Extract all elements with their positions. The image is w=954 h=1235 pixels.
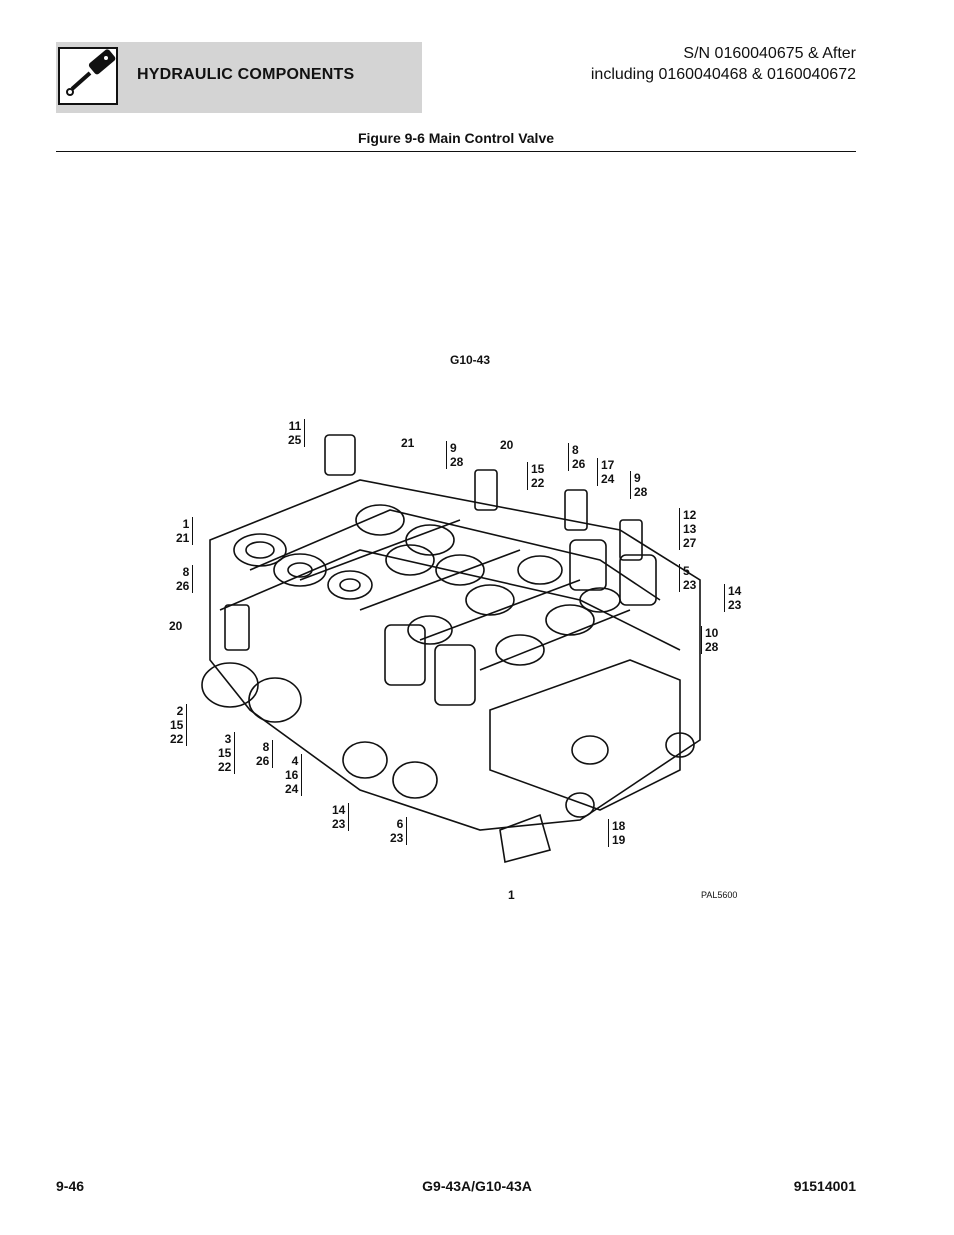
callout-8-26-top: 8 26	[568, 443, 585, 471]
serial-line-1: S/N 0160040675 & After	[683, 45, 856, 62]
callout-8-26-bottom: 8 26	[256, 740, 274, 768]
callout-4-16-24: 4 16 24	[285, 754, 303, 796]
figure-title: Figure 9-6 Main Control Valve	[357, 130, 555, 146]
callout-9-28-right: 9 28	[630, 471, 647, 499]
section-title: HYDRAULIC COMPONENTS	[137, 66, 355, 83]
callout-1-21: 1 21	[176, 517, 194, 545]
drawing-id: PAL5600	[701, 890, 738, 900]
callout-2-15-22: 2 15 22	[170, 704, 188, 746]
callout-14-23-bottom: 14 23	[332, 803, 350, 831]
header-divider	[56, 151, 856, 152]
serial-number-block: S/N 0160040675 & After including 0160040…	[591, 43, 856, 85]
callout-3-15-22: 3 15 22	[218, 732, 236, 774]
callout-6-23: 6 23	[390, 817, 408, 845]
callout-5-23: 5 23	[679, 564, 696, 592]
main-control-valve-drawing	[201, 434, 701, 864]
callout-12-13-27: 12 13 27	[679, 508, 696, 550]
callout-17-24: 17 24	[597, 458, 614, 486]
page-number: 9-46	[56, 1178, 85, 1194]
callout-11-25: 11 25	[288, 419, 306, 447]
document-number: 91514001	[793, 1178, 856, 1194]
callout-15-22: 15 22	[527, 462, 544, 490]
model-label: G10-43	[450, 353, 491, 367]
callout-21: 21	[401, 436, 415, 450]
model-number: G9-43A/G10-43A	[422, 1178, 532, 1194]
hydraulic-cylinder-icon	[58, 47, 118, 105]
callout-9-28-top: 9 28	[446, 441, 463, 469]
callout-20-left: 20	[169, 619, 183, 633]
callout-14-23-right: 14 23	[724, 584, 741, 612]
callout-8-26-left: 8 26	[176, 565, 194, 593]
serial-line-2: including 0160040468 & 0160040672	[590, 66, 856, 83]
callout-20-top: 20	[500, 438, 514, 452]
callout-10-28: 10 28	[701, 626, 718, 654]
callout-18-19: 18 19	[608, 819, 625, 847]
callout-1-bottom: 1	[508, 888, 515, 902]
